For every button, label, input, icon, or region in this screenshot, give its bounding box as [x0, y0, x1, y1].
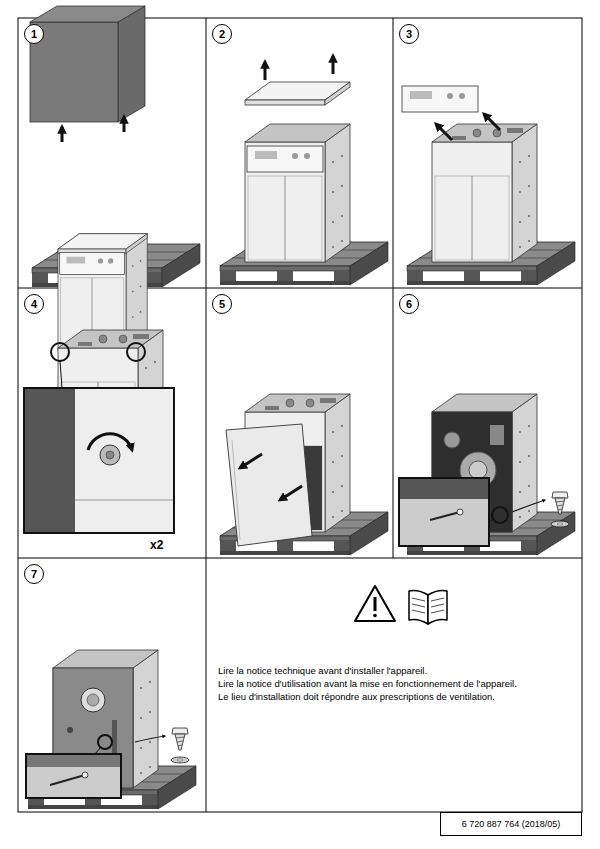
step-number-text: 7 [31, 569, 37, 580]
step-2-remove-lid [220, 56, 388, 285]
instruction-note: Le lieu d'installation doit répondre aux… [218, 691, 576, 703]
step-number-text: 4 [31, 299, 37, 310]
quantity-label: x2 [150, 538, 163, 552]
step-1-unpack [30, 6, 200, 351]
step-number: 2 [212, 24, 232, 44]
step-number-text: 1 [31, 29, 37, 40]
step-6-remove-screw [399, 394, 575, 555]
step-number-text: 6 [406, 299, 412, 310]
step-number: 3 [399, 24, 419, 44]
step-4-unscrew-front [24, 330, 174, 533]
panel-grid [18, 18, 582, 812]
step-3-remove-control-panel [402, 86, 575, 285]
step-number-text: 5 [219, 299, 225, 310]
step-number: 1 [24, 24, 44, 44]
step-5-remove-front-door [220, 394, 388, 555]
warning-icon [355, 586, 395, 621]
instruction-note: Lire la notice d'utilisation avant la mi… [218, 678, 576, 690]
instruction-note: Lire la notice technique avant d'install… [218, 665, 576, 677]
step-number: 5 [212, 294, 232, 314]
step-number-text: 3 [406, 29, 412, 40]
step-number: 7 [24, 564, 44, 584]
step-number-text: 2 [219, 29, 225, 40]
manual-icon [409, 591, 447, 625]
reference-box: 6 720 887 764 (2018/05) [440, 812, 582, 836]
step-number: 6 [399, 294, 419, 314]
step-number: 4 [24, 294, 44, 314]
reference-text: 6 720 887 764 (2018/05) [462, 819, 561, 830]
step-7-remove-rear-screw [26, 650, 196, 809]
